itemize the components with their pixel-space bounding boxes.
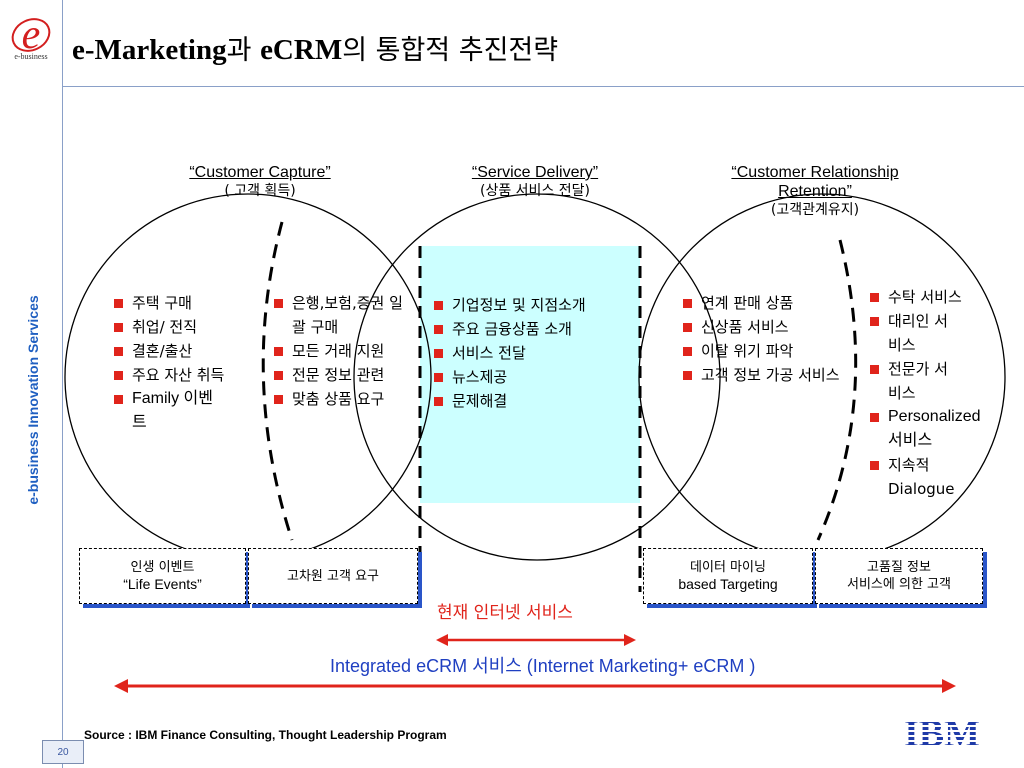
logo-caption: e-business xyxy=(14,52,48,61)
high-demand-box: 고차원 고객 요구 xyxy=(248,548,418,604)
list-item: 기업정보 및 지점소개 xyxy=(432,293,652,317)
list-item: 뉴스제공 xyxy=(432,365,652,389)
data-mining-box: 데이터 마이닝 based Targeting xyxy=(643,548,813,604)
title-divider xyxy=(62,86,1024,87)
list-item: 결혼/출산 xyxy=(112,339,237,363)
source-note: Source : IBM Finance Consulting, Thought… xyxy=(84,728,447,742)
delivery-highlight xyxy=(420,246,640,503)
list-item: 주택 구매 xyxy=(112,291,237,315)
ibm-logo: IBM xyxy=(904,713,980,752)
list-item: 취업/ 전직 xyxy=(112,315,237,339)
svg-text:e: e xyxy=(22,12,41,58)
list-item: Family 이벤트 xyxy=(112,387,222,435)
retention-header: “Customer Relationship Retention” (고객관계유… xyxy=(731,164,899,218)
life-events-box: 인생 이벤트 “Life Events” xyxy=(79,548,246,604)
delivery-circle xyxy=(353,193,721,561)
capture-divider xyxy=(261,221,294,541)
retention-right-list: 수탁 서비스 대리인 서비스 전문가 서비스 Personalized 서비스 … xyxy=(868,285,1018,501)
list-item: 수탁 서비스 xyxy=(868,285,1018,309)
page-number: 20 xyxy=(42,740,84,764)
current-arrow-left-head xyxy=(436,634,448,646)
title-en: e-Marketing xyxy=(72,34,227,66)
list-item: 주요 금융상품 소개 xyxy=(432,317,652,341)
list-item: 신상품 서비스 xyxy=(681,315,846,339)
list-item: 문제해결 xyxy=(432,389,652,413)
retention-divider xyxy=(816,239,858,541)
title-kr2: 의 통합적 추진전략 xyxy=(342,35,559,66)
page-title: e-Marketing과 eCRM의 통합적 추진전략 xyxy=(72,28,558,67)
retention-left-list: 연계 판매 상품 신상품 서비스 이탈 위기 파악 고객 정보 가공 서비스 xyxy=(681,291,846,387)
integrated-arrow-right-head xyxy=(942,679,956,693)
ebusiness-logo: e xyxy=(11,12,51,58)
list-item: 주요 자산 취득 xyxy=(112,363,232,387)
sidebar xyxy=(0,0,63,768)
quality-info-box: 고품질 정보 서비스에 의한 고객 xyxy=(815,548,983,604)
integrated-arrow-left-head xyxy=(114,679,128,693)
list-item: 이탈 위기 파악 xyxy=(681,339,846,363)
list-item: 전문가 서비스 xyxy=(868,357,958,405)
current-service-label: 현재 인터넷 서비스 xyxy=(437,603,573,623)
list-item: 모든 거래 지원 xyxy=(272,339,397,363)
list-item: 서비스 전달 xyxy=(432,341,652,365)
list-item: 연계 판매 상품 xyxy=(681,291,846,315)
list-item: 지속적 Dialogue xyxy=(868,453,978,501)
title-kr1: 과 xyxy=(226,35,261,66)
capture-right-list: 은행,보험,증권 일괄 구매 모든 거래 지원 전문 정보 관련 맞춤 상품 요… xyxy=(272,291,412,411)
list-item: 전문 정보 관련 xyxy=(272,363,397,387)
list-item: 대리인 서비스 xyxy=(868,309,958,357)
integrated-label: Integrated eCRM 서비스 (Internet Marketing+… xyxy=(330,656,756,677)
list-item: 은행,보험,증권 일괄 구매 xyxy=(272,291,412,339)
capture-header: “Customer Capture” ( 고객 획득) xyxy=(189,164,331,199)
list-item: 맞춤 상품 요구 xyxy=(272,387,397,411)
delivery-list: 기업정보 및 지점소개 주요 금융상품 소개 서비스 전달 뉴스제공 문제해결 xyxy=(432,293,652,413)
list-item: 고객 정보 가공 서비스 xyxy=(681,363,841,387)
current-arrow-right-head xyxy=(624,634,636,646)
capture-left-list: 주택 구매 취업/ 전직 결혼/출산 주요 자산 취득 Family 이벤트 xyxy=(112,291,237,435)
title-en2: eCRM xyxy=(260,34,343,66)
svg-text:IBM: IBM xyxy=(904,713,980,752)
delivery-header: “Service Delivery” (상품 서비스 전달) xyxy=(471,164,599,199)
list-item: Personalized 서비스 xyxy=(868,405,998,453)
